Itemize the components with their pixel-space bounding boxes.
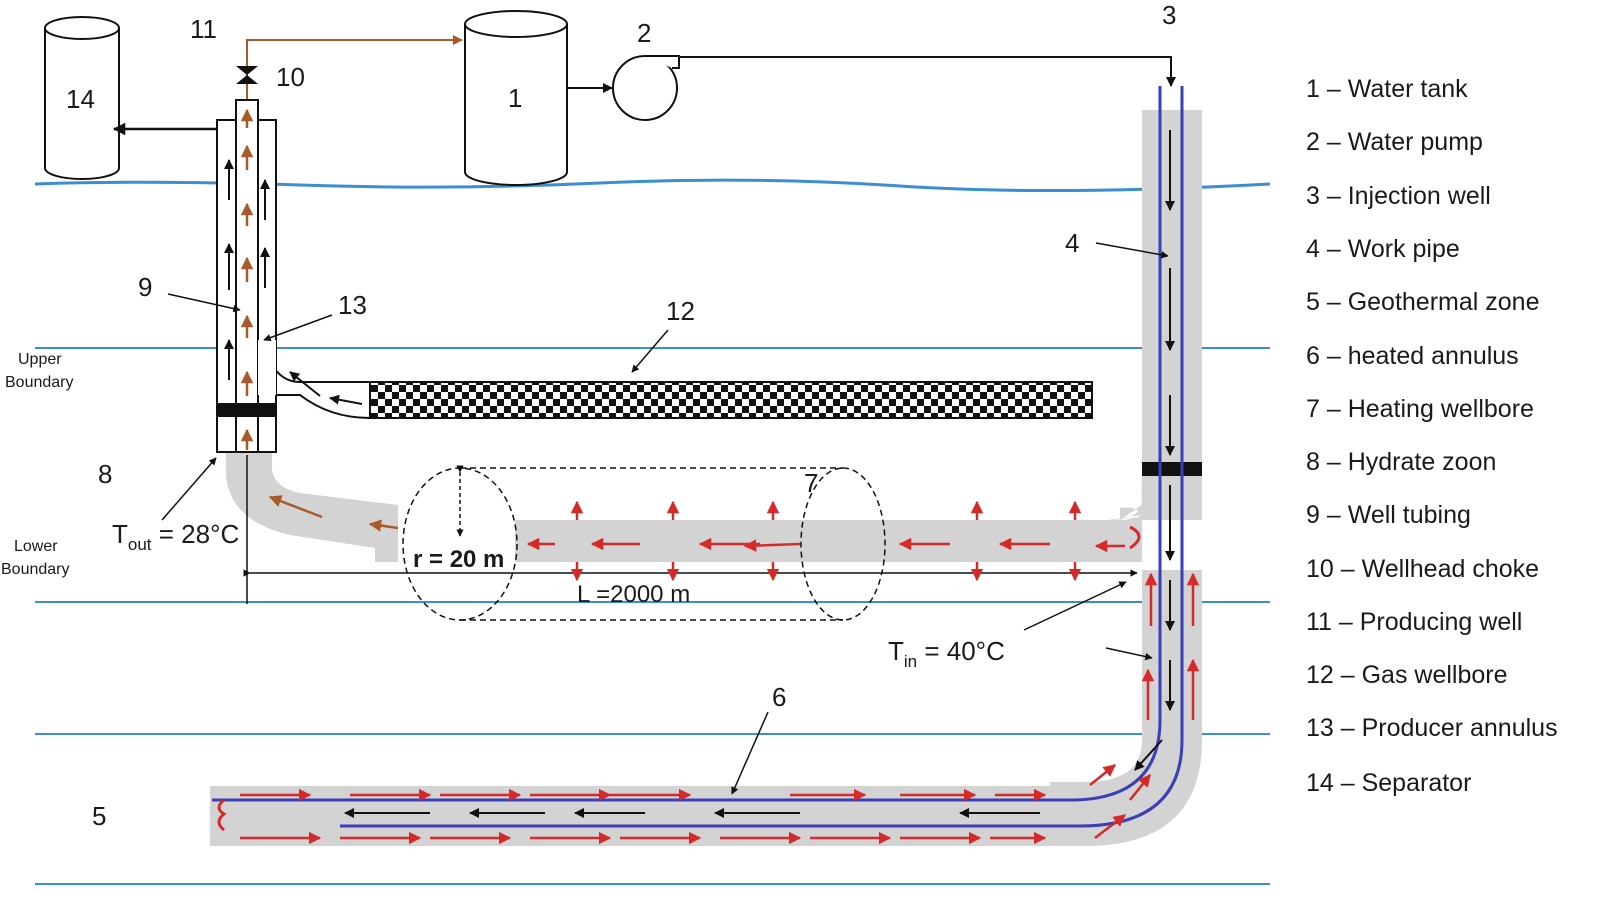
flow-arrow [268,495,323,519]
leader-tin [1023,581,1127,631]
work-pipe [212,86,1184,828]
producer-bottom-section [226,452,398,562]
flow-arrow [289,371,321,397]
legend-item: 11 – Producing well [1306,608,1522,636]
leader-tout [161,457,217,521]
number-labels: 1 2 3 4 5 6 7 8 9 10 11 12 13 14 [66,0,1176,831]
work-pipe-left [212,86,1162,802]
legend-item: 14 – Separator [1306,769,1471,797]
length-label: L =2000 m [577,581,690,608]
water-tank [464,10,568,186]
t-in-subscript: in [904,652,917,671]
leader-lines [161,242,1169,795]
legend-item: 9 – Well tubing [1306,501,1471,529]
flow-arrow [329,394,363,405]
legend-item: 3 – Injection well [1306,182,1491,210]
flow-arrow [1089,764,1116,786]
packers [217,403,1202,476]
work-pipe-right [340,86,1184,828]
label-10: 10 [276,62,305,92]
legend-item: 4 – Work pipe [1306,235,1460,263]
leader-annulus [1105,647,1153,661]
legend-item: 12 – Gas wellbore [1306,661,1508,689]
upper-boundary-label-1: Upper [18,351,62,368]
leader-6 [731,711,769,795]
t-out-value: = 28°C [152,519,240,549]
flow-arrow [368,519,399,532]
leader-12 [631,329,669,373]
label-13: 13 [338,290,367,320]
label-9: 9 [138,272,152,302]
leader-9 [167,293,241,313]
producer-annulus-opening [258,340,276,395]
t-out-subscript: out [128,535,152,554]
length-dimension [243,455,1138,604]
wellhead-choke [236,66,258,84]
legend-item: 13 – Producer annulus [1306,714,1558,742]
flow-arrows [217,108,1200,845]
label-6: 6 [772,682,786,712]
flow-turn-arrow [217,798,227,832]
flow-arrow [1094,814,1126,839]
leader-4 [1095,242,1169,259]
legend-item: 7 – Heating wellbore [1306,395,1534,423]
t-in-value: = 40°C [917,636,1005,666]
producer-packer [217,403,276,417]
upper-boundary-label-2: Boundary [5,374,74,391]
label-2: 2 [637,18,651,48]
label-3: 3 [1162,0,1176,30]
injector-packer [1142,462,1202,476]
flow-arrow [1129,774,1151,801]
label-4: 4 [1065,228,1079,258]
legend-item: 10 – Wellhead choke [1306,555,1539,583]
label-1: 1 [508,83,522,113]
label-8: 8 [98,459,112,489]
boundary-labels: Upper Boundary Lower Boundary [1,351,74,578]
injection-well-casing [210,110,1202,846]
flow-turn-arrow [1129,525,1141,550]
radius-label: r = 20 m [413,546,504,573]
leader-13 [263,314,333,342]
legend-item: 6 – heated annulus [1306,342,1519,370]
legend: 1 – Water tank 2 – Water pump 3 – Inject… [1306,75,1558,797]
legend-item: 8 – Hydrate zoon [1306,448,1496,476]
t-in-label: Tin = 40°C [888,636,1005,671]
lower-boundary-label-2: Boundary [1,561,70,578]
gas-wellbore [264,347,1093,420]
pump-to-injection-pipe [679,56,1176,87]
water-pump [612,55,680,121]
label-14: 14 [66,84,95,114]
producing-well [216,99,277,453]
separator-tank [44,16,120,180]
flow-arrow [1134,739,1163,771]
label-11: 11 [190,14,217,44]
label-5: 5 [92,801,106,831]
flow-arrow [743,539,801,552]
legend-item: 2 – Water pump [1306,128,1483,156]
label-12: 12 [666,296,695,326]
label-7: 7 [804,468,818,498]
legend-item: 1 – Water tank [1306,75,1468,103]
lower-boundary-label-1: Lower [14,538,58,555]
legend-item: 5 – Geothermal zone [1306,288,1539,316]
t-out-label: Tout = 28°C [112,519,239,554]
